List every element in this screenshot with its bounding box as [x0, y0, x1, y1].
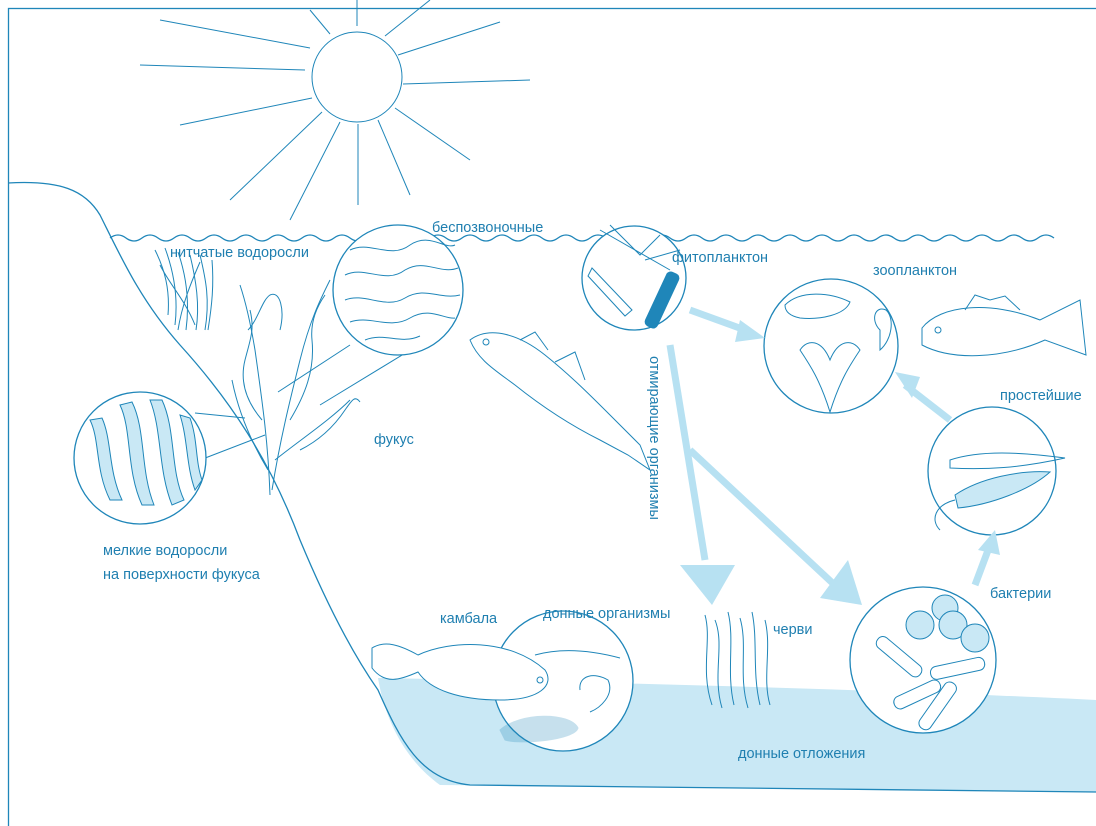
label-flounder: камбала [440, 611, 498, 627]
phytoplankton-bubble [582, 225, 686, 330]
protozoa-bubble [928, 407, 1065, 535]
label-bacteria: бактерии [990, 586, 1051, 602]
label-small-algae-line1: мелкие водоросли [103, 543, 227, 559]
arrow-protozoa-to-zoo [895, 372, 950, 420]
sun-icon [140, 0, 530, 220]
water-surface [110, 235, 1054, 241]
label-sediments: донные отложения [738, 746, 865, 762]
label-zooplankton: зоопланктон [873, 263, 957, 279]
label-benthic-organisms: донные организмы [543, 606, 670, 622]
zooplankton-bubble [764, 279, 898, 413]
label-protozoa: простейшие [1000, 388, 1082, 404]
label-fucus: фукус [374, 432, 414, 448]
arrow-dying-to-worms [670, 345, 735, 605]
label-phytoplankton: фитопланктон [672, 250, 768, 266]
label-dying-organisms: отмирающие организмы [646, 356, 662, 520]
arrow-bacteria-to-protozoa [975, 530, 1000, 585]
label-filamentous-algae: нитчатые водоросли [170, 245, 309, 261]
label-invertebrates: беспозвоночные [432, 220, 543, 236]
small-algae-bubble [74, 392, 265, 524]
label-small-algae-line2: на поверхности фукуса [103, 567, 261, 583]
arrow-phyto-to-zoo [690, 310, 765, 342]
bacteria-bubble [850, 587, 996, 733]
perch-fish-drawing [922, 295, 1086, 356]
cod-fish-drawing [470, 332, 650, 470]
label-worms: черви [773, 622, 813, 638]
